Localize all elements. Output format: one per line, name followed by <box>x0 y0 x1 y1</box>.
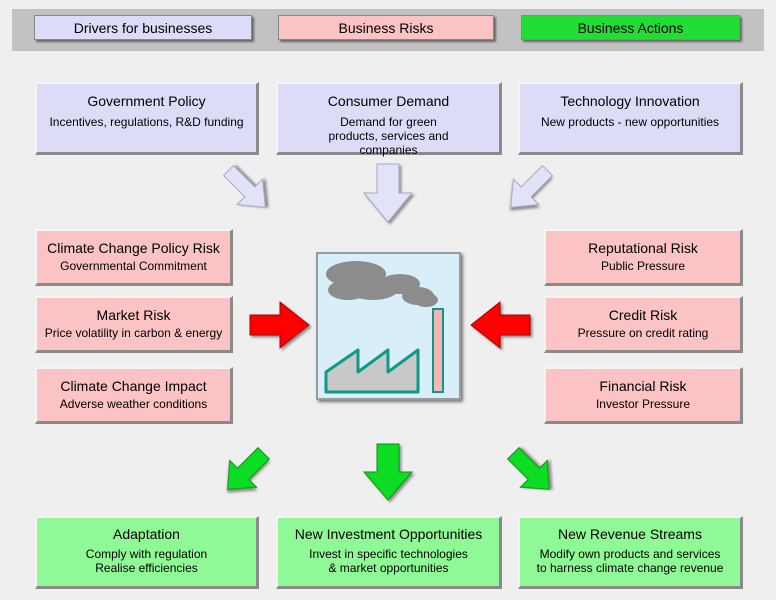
risk-reputational: Reputational Risk Public Pressure <box>544 229 743 286</box>
driver-subtitle: Incentives, regulations, R&D funding <box>49 115 244 129</box>
action-line: to harness climate change revenue <box>536 561 724 575</box>
driver-arrow-right <box>510 164 554 208</box>
action-title: Adaptation <box>113 526 180 542</box>
driver-title: Government Policy <box>87 93 206 109</box>
risk-subtitle: Price volatility in carbon & energy <box>44 326 223 340</box>
driver-title: Consumer Demand <box>327 93 450 109</box>
driver-arrow-left <box>222 164 266 208</box>
driver-title: Technology Innovation <box>560 93 700 109</box>
action-title: New Revenue Streams <box>558 526 702 542</box>
smoke-icon <box>326 261 438 307</box>
risk-title: Reputational Risk <box>588 240 698 256</box>
risk-climate-change-impact: Climate Change Impact Adverse weather co… <box>35 367 233 424</box>
risk-subtitle: Pressure on credit rating <box>577 326 709 340</box>
driver-subtitle: New products - new opportunities <box>540 115 720 129</box>
risk-arrow-left <box>249 300 310 350</box>
action-line: Realise efficiencies <box>95 561 198 575</box>
risk-financial: Financial Risk Investor Pressure <box>544 367 743 424</box>
action-title: New Investment Opportunities <box>294 526 483 542</box>
factory-icon-frame <box>316 252 461 400</box>
legend-risks: Business Risks <box>278 15 494 40</box>
driver-arrow-center <box>362 163 414 223</box>
driver-technology-innovation: Technology Innovation New products - new… <box>518 82 743 155</box>
risk-title: Credit Risk <box>608 307 678 323</box>
factory-building-icon <box>324 348 420 394</box>
action-new-investment-opportunities: New Investment Opportunities Invest in s… <box>276 516 502 589</box>
legend-drivers: Drivers for businesses <box>34 15 252 40</box>
risk-arrow-right <box>470 300 531 350</box>
risk-title: Climate Change Impact <box>60 378 207 394</box>
risk-market: Market Risk Price volatility in carbon &… <box>35 296 233 353</box>
risk-subtitle: Investor Pressure <box>595 397 691 411</box>
action-new-revenue-streams: New Revenue Streams Modify own products … <box>518 516 743 589</box>
action-arrow-right <box>506 446 550 490</box>
chimney-icon <box>432 308 444 393</box>
driver-subtitle: Demand for green products, services and … <box>328 115 449 157</box>
action-arrow-left <box>227 446 271 490</box>
risk-credit: Credit Risk Pressure on credit rating <box>544 296 743 353</box>
risk-title: Market Risk <box>96 307 171 323</box>
risk-climate-change-policy: Climate Change Policy Risk Governmental … <box>35 229 233 286</box>
legend-actions: Business Actions <box>521 15 740 40</box>
driver-government-policy: Government Policy Incentives, regulation… <box>35 82 259 155</box>
risk-title: Climate Change Policy Risk <box>47 240 220 256</box>
risk-subtitle: Public Pressure <box>600 259 686 273</box>
risk-title: Financial Risk <box>599 378 687 394</box>
action-line: Modify own products and services <box>539 547 721 561</box>
risk-subtitle: Adverse weather conditions <box>59 397 208 411</box>
action-adaptation: Adaptation Comply with regulation Realis… <box>35 516 259 589</box>
action-line: Invest in specific technologies <box>309 547 468 561</box>
factory-icon <box>324 261 444 394</box>
action-arrow-center <box>362 443 414 501</box>
risk-subtitle: Governmental Commitment <box>60 259 207 273</box>
action-line: Comply with regulation <box>85 547 208 561</box>
driver-consumer-demand: Consumer Demand Demand for green product… <box>276 82 502 157</box>
action-line: & market opportunities <box>328 561 449 575</box>
